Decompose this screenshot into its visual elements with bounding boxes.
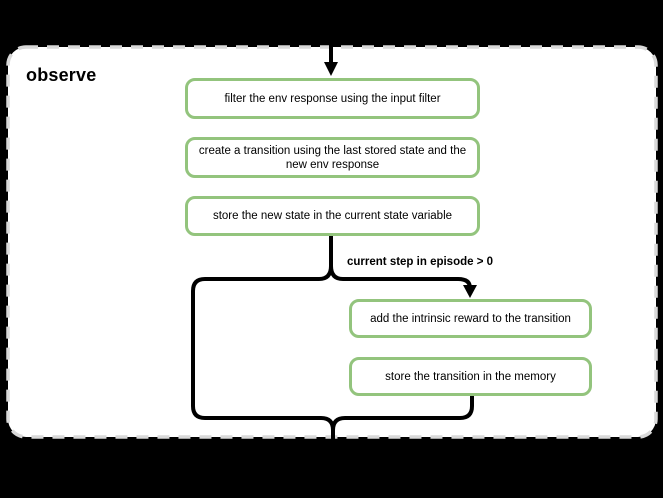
flow-node-filter-env-response: filter the env response using the input …	[185, 78, 480, 119]
entry-arrow-head-icon	[324, 62, 338, 76]
flow-node-create-transition: create a transition using the last store…	[185, 137, 480, 178]
flow-node-label: add the intrinsic reward to the transiti…	[370, 312, 571, 325]
flow-node-store-transition: store the transition in the memory	[349, 357, 592, 396]
flow-node-label: store the new state in the current state…	[212, 210, 453, 222]
flow-node-add-intrinsic-reward: add the intrinsic reward to the transiti…	[349, 299, 592, 338]
bypass-path	[191, 265, 335, 447]
branch-arrow-head-icon	[463, 285, 477, 298]
flow-node-label: store the transition in the memory	[385, 370, 556, 383]
flow-node-label: create a transition using the last store…	[198, 144, 467, 171]
merge-path	[331, 396, 474, 431]
branch-condition-label: current step in episode > 0	[347, 256, 494, 268]
page-title: observe	[26, 65, 97, 85]
flow-node-label: filter the env response using the input …	[224, 92, 441, 105]
flow-node-store-new-state: store the new state in the current state…	[185, 196, 480, 236]
branch-true-path	[329, 265, 472, 289]
